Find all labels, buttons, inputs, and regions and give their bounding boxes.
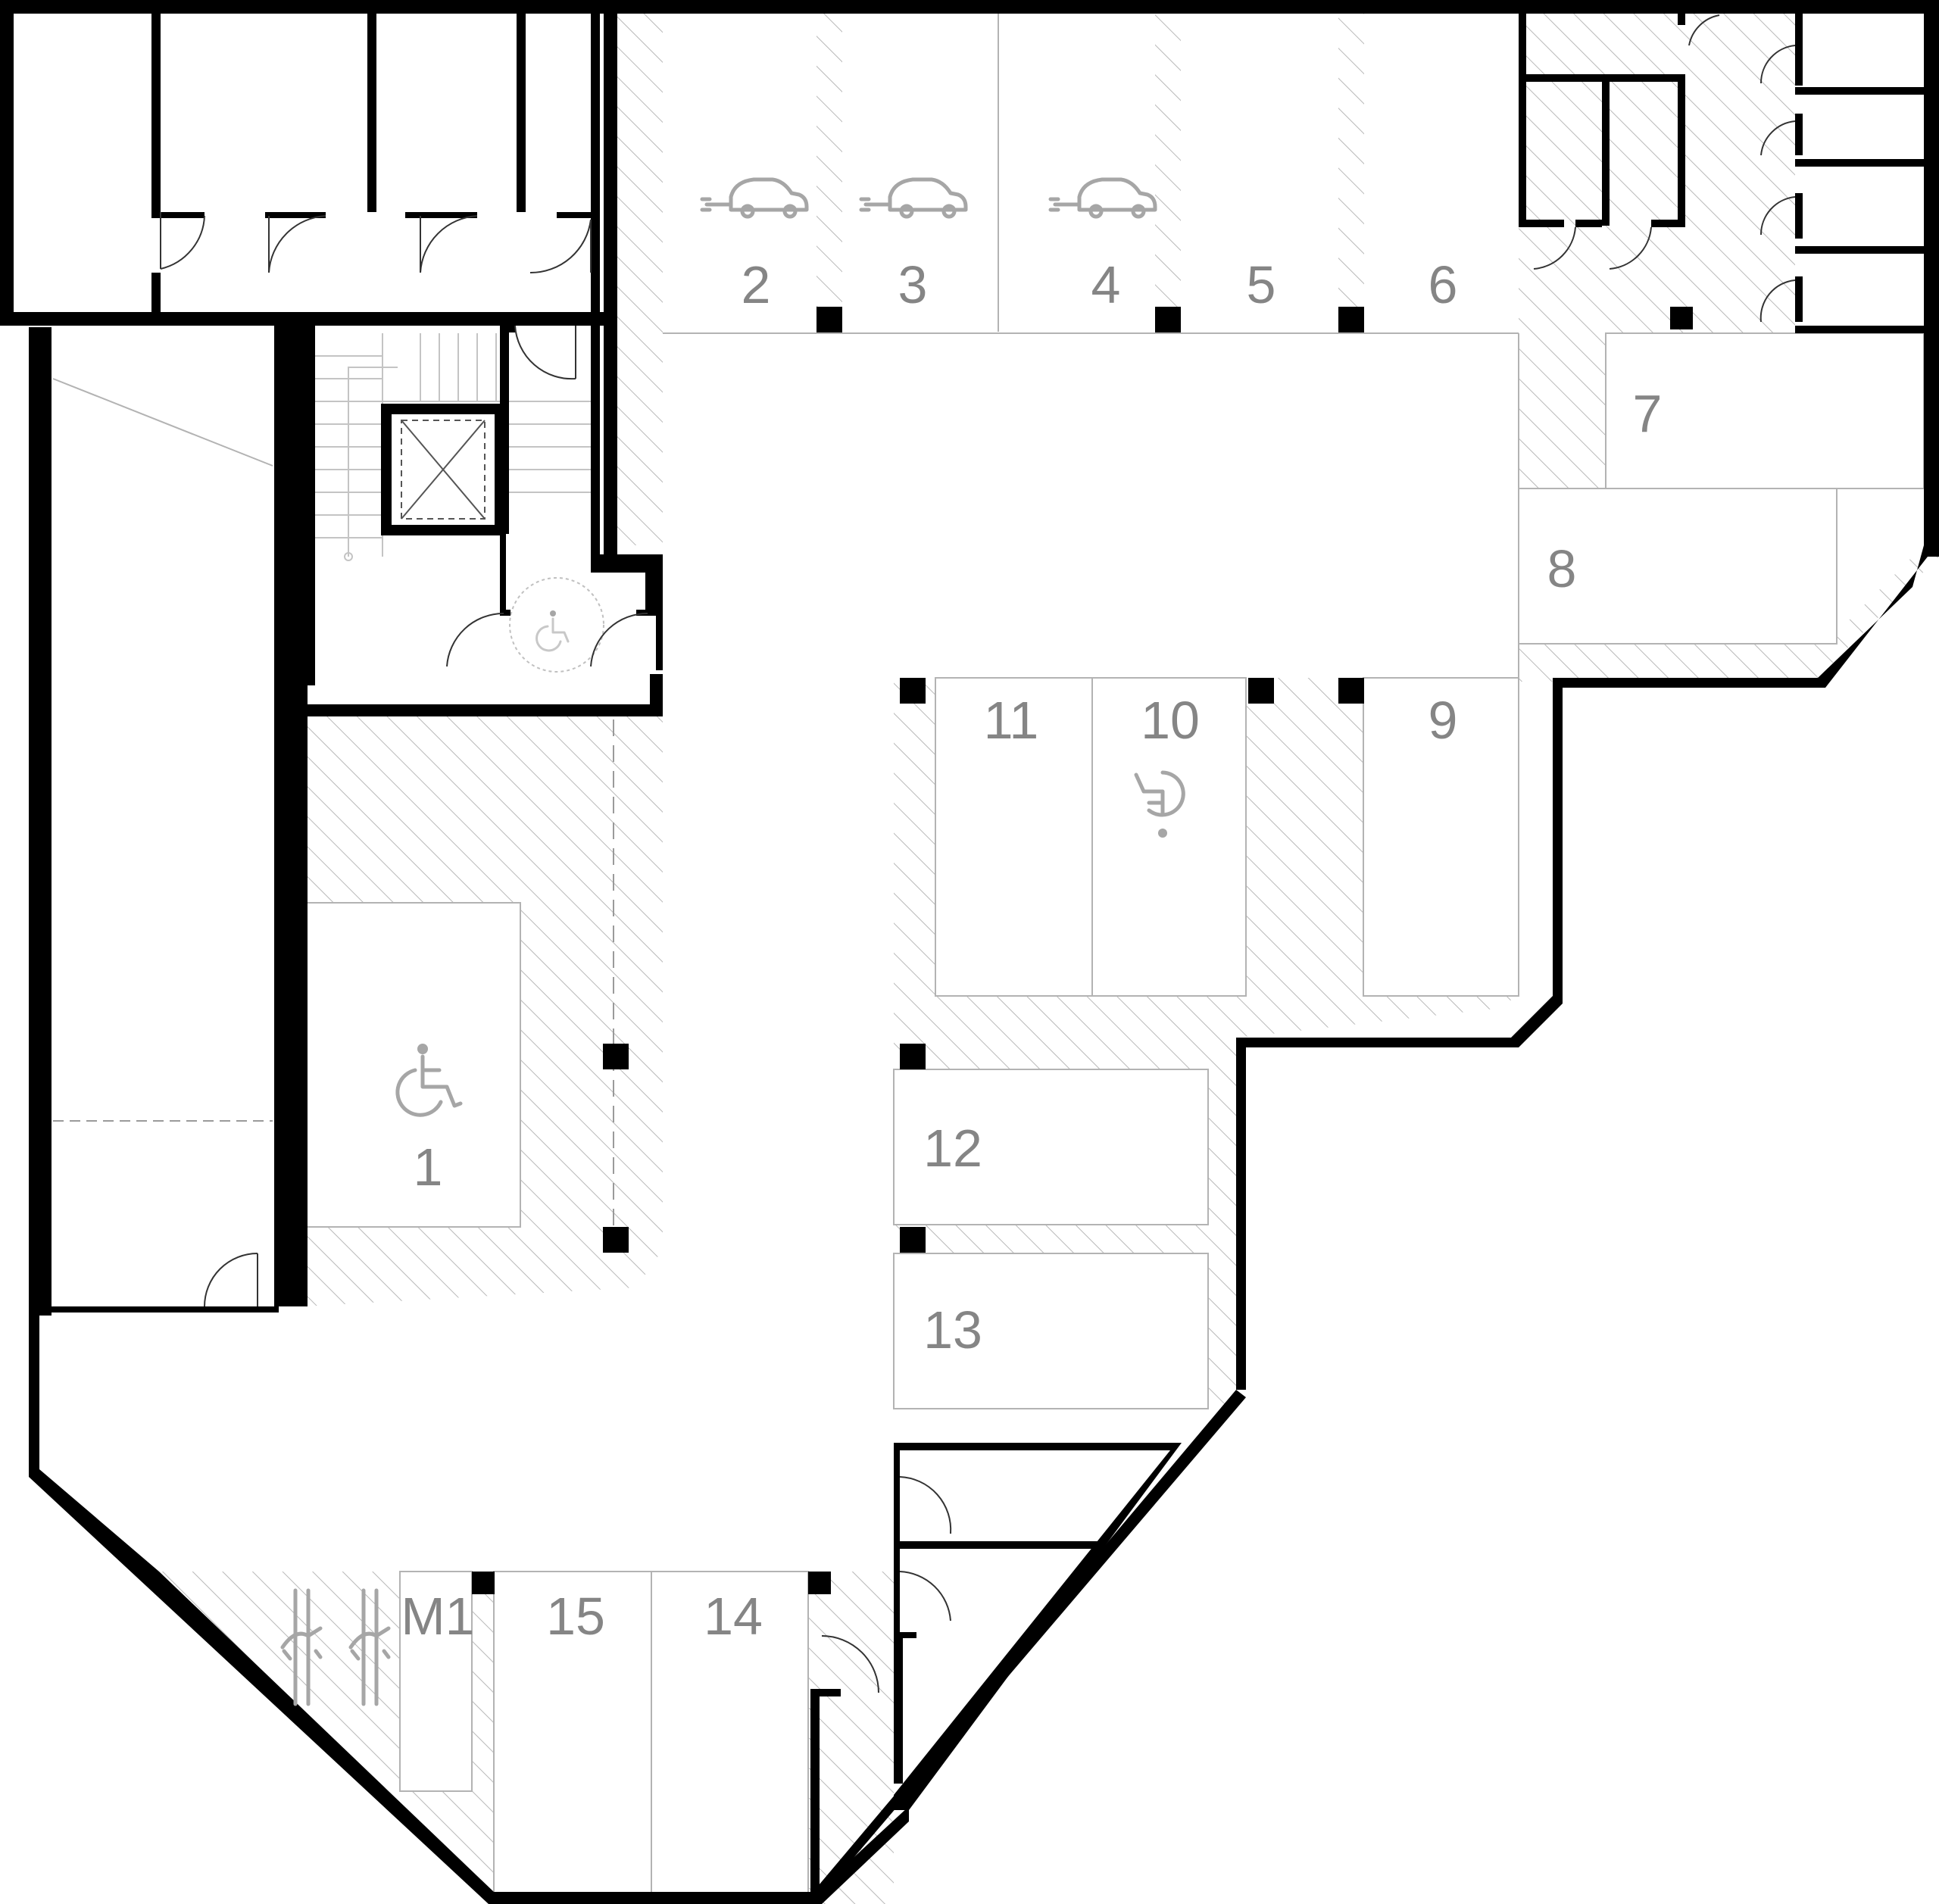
bicycle-icon bbox=[348, 1588, 391, 1706]
wheelchair-icon bbox=[1134, 770, 1185, 838]
space-label-10: 10 bbox=[1141, 691, 1200, 750]
space-label-8: 8 bbox=[1547, 539, 1577, 598]
column bbox=[1338, 678, 1364, 704]
space-label-15: 15 bbox=[546, 1587, 605, 1646]
wheelchair-icon bbox=[395, 1044, 463, 1117]
turning-circle bbox=[509, 577, 604, 673]
space-label-6: 6 bbox=[1428, 255, 1458, 314]
space-label-11: 11 bbox=[984, 691, 1039, 750]
bay-fields bbox=[39, 14, 1924, 1904]
space-label-4: 4 bbox=[1091, 255, 1121, 314]
column bbox=[1338, 307, 1364, 332]
column bbox=[1670, 307, 1693, 329]
ev-charging-car-icon bbox=[1048, 177, 1157, 219]
space-label-m1: M1 bbox=[401, 1587, 474, 1646]
column bbox=[603, 1227, 629, 1253]
space-label-14: 14 bbox=[704, 1587, 763, 1646]
space-label-13: 13 bbox=[923, 1300, 982, 1359]
space-label-2: 2 bbox=[742, 255, 771, 314]
column bbox=[817, 307, 842, 332]
column bbox=[808, 1572, 831, 1594]
column bbox=[900, 1227, 926, 1253]
column bbox=[900, 1044, 926, 1069]
accessible-entrance-icon bbox=[535, 610, 570, 652]
space-label-1: 1 bbox=[414, 1138, 443, 1197]
ev-charging-car-icon bbox=[859, 177, 968, 219]
bay-outlines bbox=[52, 14, 1925, 1904]
column bbox=[1248, 678, 1274, 704]
column bbox=[1155, 307, 1181, 332]
space-label-9: 9 bbox=[1428, 691, 1458, 750]
space-label-3: 3 bbox=[898, 255, 928, 314]
columns bbox=[472, 307, 1693, 1594]
ev-charging-car-icon bbox=[700, 177, 809, 219]
space-label-7: 7 bbox=[1633, 384, 1663, 443]
column bbox=[900, 678, 926, 704]
column bbox=[472, 1572, 495, 1594]
space-label-5: 5 bbox=[1247, 255, 1276, 314]
space-label-12: 12 bbox=[923, 1119, 982, 1178]
column bbox=[603, 1044, 629, 1069]
space-labels: 2 3 4 5 6 7 8 9 10 11 12 13 1 14 15 M1 bbox=[401, 255, 1662, 1646]
doors bbox=[160, 14, 1796, 1693]
bicycle-icon bbox=[280, 1588, 323, 1706]
stair-core bbox=[309, 333, 604, 673]
